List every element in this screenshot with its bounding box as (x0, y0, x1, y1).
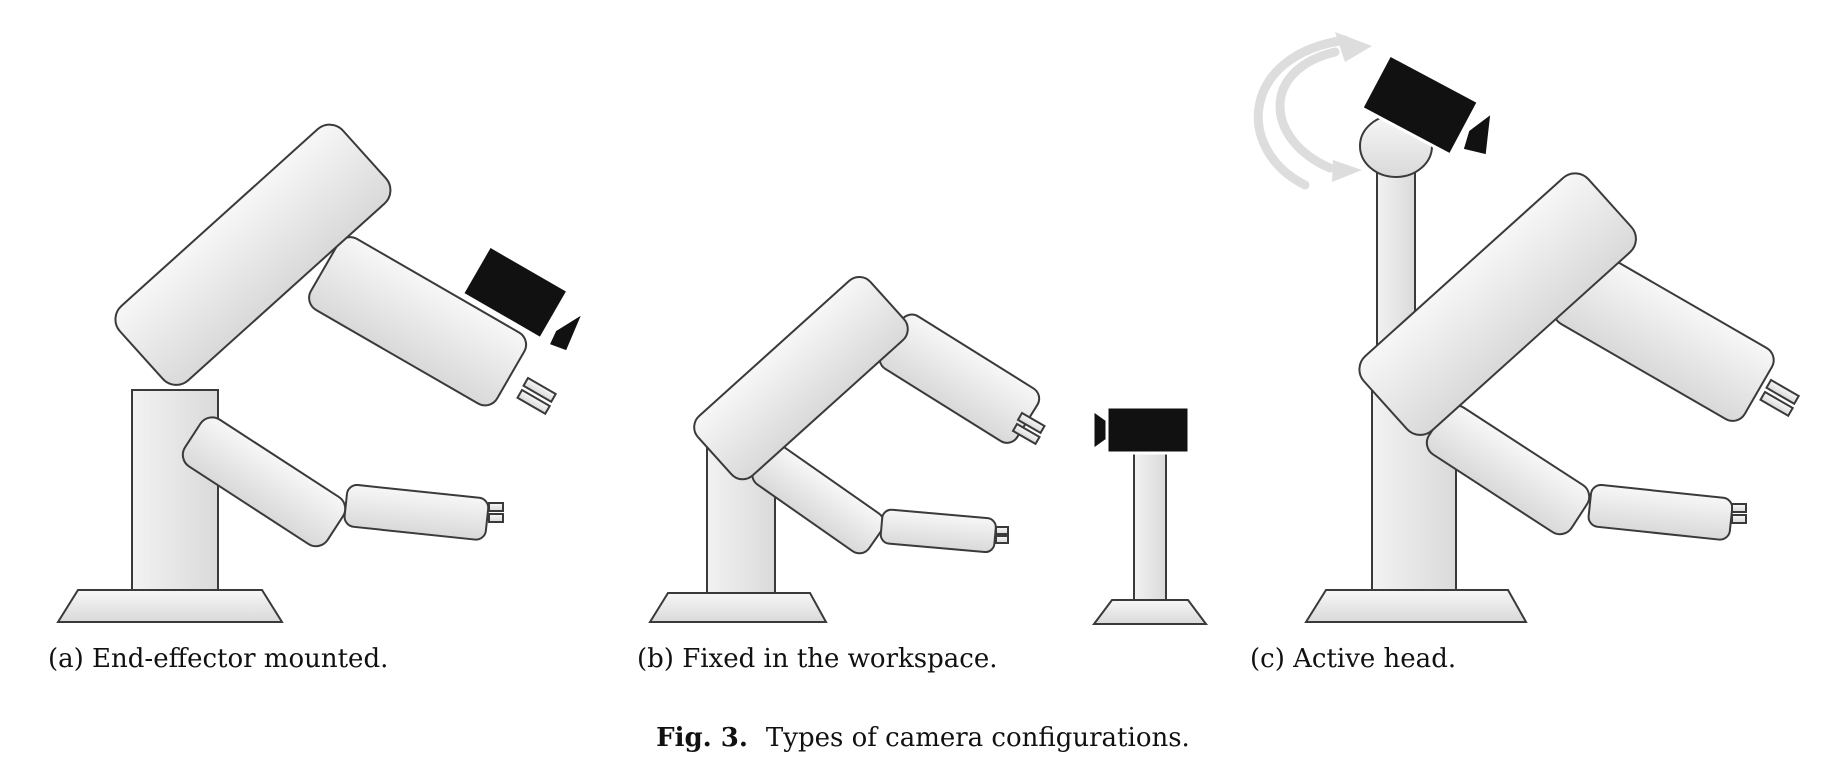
rotation-arrowhead (1332, 160, 1362, 182)
figure-caption: Fig. 3. Types of camera configurations. (0, 723, 1846, 753)
upper-arm (693, 275, 1046, 481)
lower-arm (1425, 404, 1747, 541)
panel-c-caption: (c) Active head. (1250, 644, 1457, 674)
panel-a-caption: (a) End-effector mounted. (48, 644, 389, 674)
camera-pedestal (1092, 451, 1208, 625)
lower-arm (751, 443, 1009, 555)
camera-configurations-figure (56, 32, 1801, 625)
camera-icon (1091, 405, 1191, 455)
panel-b-fixed-in-workspace (648, 275, 1208, 625)
panel-b-caption: (b) Fixed in the workspace. (637, 644, 998, 674)
robot-base (56, 589, 284, 623)
camera-icon (1359, 52, 1494, 158)
figure-caption-text: Types of camera configurations. (765, 723, 1190, 753)
figure-label: Fig. 3. (656, 723, 748, 753)
lower-arm (181, 416, 504, 548)
rotation-arrowhead (1335, 32, 1372, 62)
gripper (516, 376, 558, 416)
robot-base (1304, 589, 1528, 623)
panel-a-end-effector-mounted (56, 123, 588, 623)
robot-base (648, 592, 828, 623)
camera-icon (460, 243, 588, 354)
panel-c-active-head (1253, 32, 1801, 623)
upper-arm (114, 123, 558, 416)
upper-arm (1358, 172, 1801, 436)
rotation-arrow-icon (1253, 35, 1350, 190)
